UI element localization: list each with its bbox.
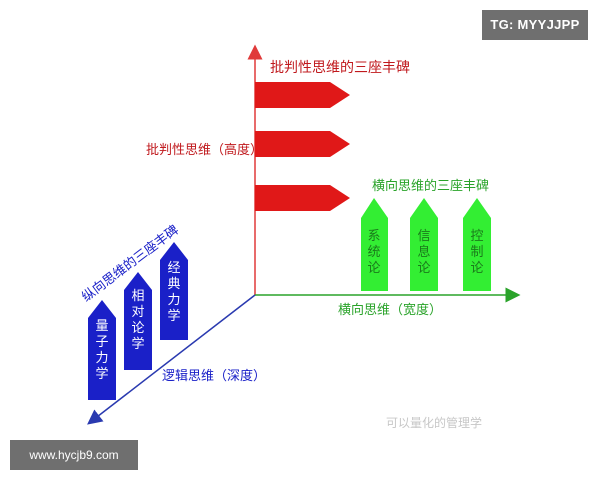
site-watermark: www.hycjb9.com	[10, 440, 138, 470]
blue-pillar-labels: 量子力学 相对论学 经典力学	[95, 261, 180, 382]
green-pillar-2	[410, 198, 438, 291]
telegram-watermark: TG: MYYJJPP	[482, 10, 588, 40]
red-arrow-1	[255, 82, 350, 108]
red-arrow-2	[255, 131, 350, 157]
green-pillar-labels: 系统论 信息论 控制论	[367, 229, 483, 276]
blue-pillar-label-2: 相对论学	[131, 289, 144, 352]
blue-pillar-label-3: 经典力学	[167, 261, 180, 324]
blue-pillar-1	[88, 300, 116, 400]
green-pillar-3	[463, 198, 491, 291]
blue-pillar-label-1: 量子力学	[95, 319, 108, 382]
green-pillar-label-1: 系统论	[367, 229, 380, 276]
image-watermark: 可以量化的管理学	[386, 416, 483, 430]
red-arrow-3	[255, 185, 350, 211]
green-pillar-1	[361, 198, 388, 291]
green-pillar-label-2: 信息论	[417, 229, 430, 276]
height-axis-label: 批判性思维（高度）	[146, 142, 263, 158]
width-axis-label: 横向思维（宽度）	[338, 302, 442, 318]
blue-pillar-2	[124, 272, 152, 370]
depth-axis	[87, 294, 256, 425]
top-axis-title: 批判性思维的三座丰碑	[270, 60, 410, 76]
depth-axis-label: 逻辑思维（深度）	[162, 368, 266, 384]
horizontal-title: 横向思维的三座丰碑	[372, 178, 489, 194]
blue-pillar-3	[160, 242, 188, 340]
green-pillar-label-3: 控制论	[470, 229, 483, 276]
